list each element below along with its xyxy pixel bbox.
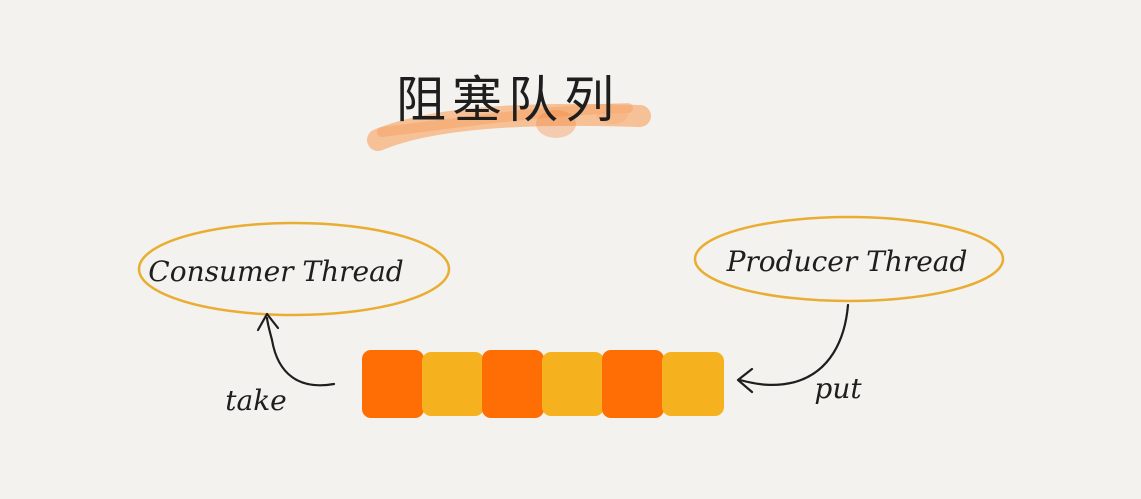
take-label: take bbox=[225, 384, 286, 417]
producer-thread-ellipse bbox=[693, 215, 1005, 303]
title-highlight bbox=[367, 103, 651, 151]
queue-cell bbox=[662, 352, 724, 416]
queue-cell bbox=[542, 352, 604, 416]
queue-cell bbox=[422, 352, 484, 416]
queue-cell bbox=[362, 350, 424, 418]
queue-cell bbox=[482, 350, 544, 418]
put-label: put bbox=[814, 372, 862, 405]
queue bbox=[362, 350, 724, 418]
diagram-title: 阻塞队列 bbox=[396, 71, 620, 129]
take-arrow bbox=[256, 312, 336, 387]
producer-thread-label: Producer Thread bbox=[726, 245, 968, 278]
put-arrow bbox=[736, 303, 850, 394]
queue-cell bbox=[602, 350, 664, 418]
consumer-thread-ellipse bbox=[137, 221, 451, 317]
consumer-thread-label: Consumer Thread bbox=[148, 255, 403, 288]
